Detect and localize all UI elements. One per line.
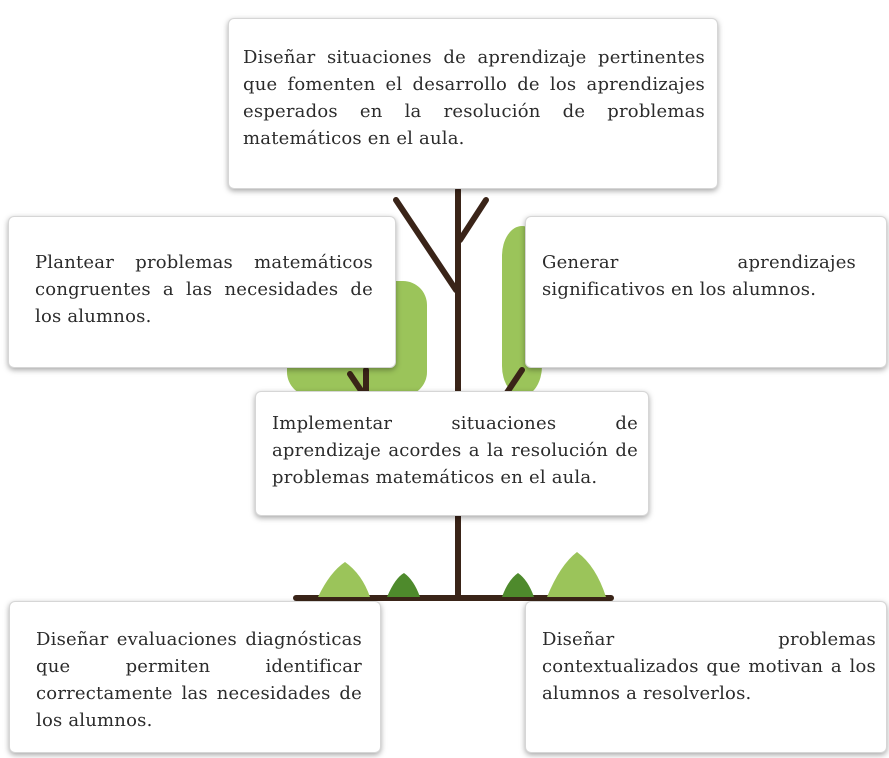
box-right-objective: Generar aprendizajes significativos en l… (525, 216, 887, 368)
box-center-objective: Implementar situaciones de aprendizaje a… (255, 391, 649, 516)
box-bottom-left-objective: Diseñar evaluaciones diagnósticas que pe… (9, 601, 381, 753)
leaf-ground-1 (318, 562, 370, 597)
box-bottom-right-objective: Diseñar problemas contextualizados que m… (525, 601, 887, 753)
branch-left-twig-a (347, 371, 365, 395)
branch-upper-right (457, 197, 489, 243)
box-left-objective: Plantear problemas matemáticos congruent… (8, 216, 396, 368)
branch-right-twig (503, 367, 525, 397)
left-box-text: Plantear problemas matemáticos congruent… (35, 252, 373, 327)
leaf-ground-4 (547, 552, 606, 597)
top-box-text: Diseñar situaciones de aprendizaje perti… (243, 47, 705, 149)
box-top-objective: Diseñar situaciones de aprendizaje perti… (228, 18, 718, 189)
bottom-right-box-text: Diseñar problemas contextualizados que m… (542, 629, 876, 704)
bottom-left-box-text: Diseñar evaluaciones diagnósticas que pe… (36, 629, 362, 731)
leaf-ground-3 (502, 573, 534, 597)
center-box-text: Implementar situaciones de aprendizaje a… (272, 413, 638, 488)
branch-upper-left (393, 197, 459, 293)
leaf-ground-2 (387, 573, 420, 597)
right-box-text: Generar aprendizajes significativos en l… (542, 252, 856, 300)
